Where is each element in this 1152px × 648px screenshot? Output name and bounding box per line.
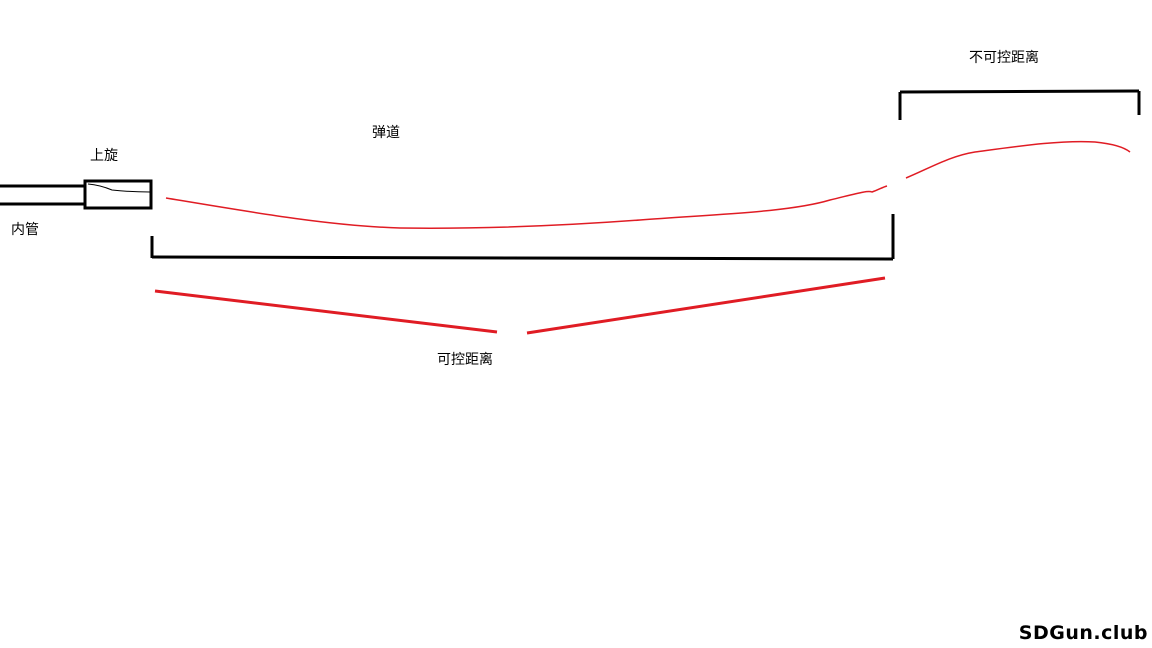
- inner-tube-label: 内管: [11, 222, 39, 238]
- controllable-distance-pointer: [154, 276, 886, 335]
- trajectory-curve-uncontrollable: [905, 140, 1131, 179]
- watermark: SDGun.club: [1018, 622, 1148, 644]
- controllable-pointer-left: [154, 289, 498, 334]
- uncontrollable-distance-label: 不可控距离: [969, 50, 1039, 66]
- controllable-distance-label: 可控距离: [437, 352, 493, 368]
- controllable-bracket-bottom: [151, 255, 894, 261]
- controllable-pointer-right: [526, 276, 886, 335]
- hop-up-nub: [87, 183, 151, 193]
- uncontrollable-bracket-top: [899, 89, 1140, 94]
- trajectory-label: 弹道: [372, 125, 400, 141]
- trajectory-curve-controllable: [165, 185, 888, 229]
- hop-up-unit: [83, 179, 153, 210]
- hop-up-label: 上旋: [90, 148, 118, 164]
- uncontrollable-bracket: [898, 89, 1141, 120]
- controllable-bracket: [150, 214, 895, 261]
- inner-tube: [0, 184, 86, 206]
- hop-up-box: [83, 179, 153, 210]
